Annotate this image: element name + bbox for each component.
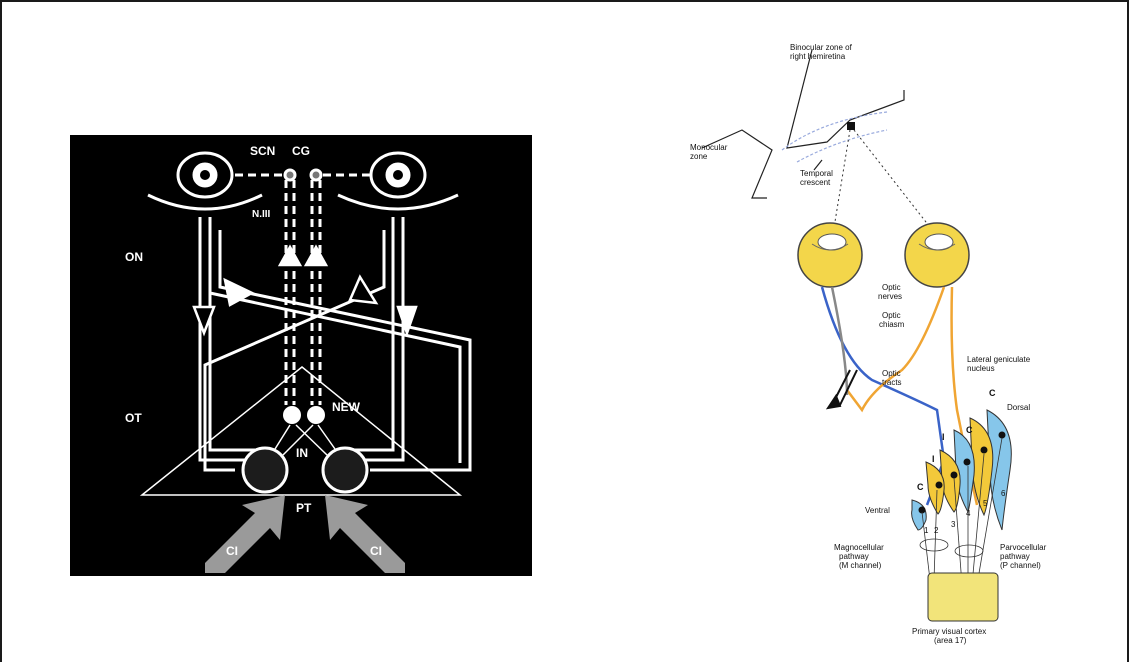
label-scn: SCN (250, 144, 275, 158)
visual-field (701, 49, 905, 199)
label-monocular-1: Monocular (690, 143, 728, 152)
label-optic-nerves-1: Optic (882, 283, 901, 292)
visual-pathway-diagram: Binocular zone of right hemiretina Monoc… (690, 43, 1047, 645)
label-optic-nerves-2: nerves (878, 292, 902, 301)
lgn-layer-2 (925, 461, 945, 515)
label-parvo-3: (P channel) (1000, 561, 1041, 570)
ew-node-left (283, 406, 301, 424)
label-ventral: Ventral (865, 506, 890, 515)
crossing-arrow-right (348, 274, 379, 305)
left-optic-path-outer (198, 217, 255, 462)
label-optic-tracts-1: Optic (882, 369, 901, 378)
ci-input-arrow-right (325, 495, 405, 573)
label-lgn-1: Lateral geniculate (967, 355, 1031, 364)
pretectal-triangle (139, 366, 463, 496)
left-optic-arrow (192, 305, 216, 337)
label-parvo-1: Parvocellular (1000, 543, 1047, 552)
dashed-arrow-left (277, 244, 303, 267)
label-ot: OT (125, 411, 142, 425)
right-eyeball (904, 222, 970, 288)
label-pt: PT (296, 501, 312, 515)
label-ci-right: CI (370, 544, 382, 558)
label-optic-chiasm-1: Optic (882, 311, 901, 320)
visual-cortex-box (927, 572, 999, 622)
grey-pathway (830, 286, 849, 396)
crossing-fibre-right (203, 230, 386, 472)
left-optic-path-inner (208, 217, 255, 452)
left-eye (147, 151, 263, 211)
left-eyeball (797, 222, 863, 288)
crossing-fibre-left-inner (208, 230, 462, 463)
label-magno-2: pathway (839, 552, 869, 561)
label-new: NEW (332, 400, 361, 414)
crossing-fibre-left (218, 230, 472, 472)
orange-pathway-ipsi (950, 286, 979, 506)
label-in: IN (296, 446, 308, 460)
label-binocular-2: right hemiretina (790, 52, 846, 61)
label-c-mid: C (966, 425, 973, 435)
label-on: ON (125, 250, 143, 264)
label-lgn-2: nucleus (967, 364, 995, 373)
ciliary-ganglion-node-2 (309, 168, 323, 182)
label-layer-2: 2 (934, 526, 939, 535)
diagram-background (70, 135, 532, 576)
label-i-lower: I (932, 454, 935, 464)
label-layer-4: 4 (966, 509, 971, 518)
ci-input-arrow-left (205, 495, 285, 573)
label-layer-1: 1 (924, 526, 929, 535)
orange-pathway-cross (846, 286, 946, 413)
label-temporal-1: Temporal (800, 169, 833, 178)
label-temporal-2: crescent (800, 178, 831, 187)
blue-pathway (820, 286, 946, 506)
label-magno-1: Magnocellular (834, 543, 884, 552)
label-cortex-2: (area 17) (934, 636, 967, 645)
label-optic-tracts-2: tracts (882, 378, 902, 387)
label-binocular-1: Binocular zone of (790, 43, 853, 52)
ciliary-ganglion-node (283, 168, 297, 182)
label-layer-5: 5 (983, 499, 988, 508)
label-dorsal: Dorsal (1007, 403, 1030, 412)
label-magno-3: (M channel) (839, 561, 882, 570)
pretectal-nucleus-right (321, 446, 369, 494)
fixation-point (847, 122, 855, 130)
ew-node-right (307, 406, 325, 424)
right-eye (337, 151, 459, 211)
right-optic-path-outer (350, 217, 405, 462)
label-monocular-2: zone (690, 152, 708, 161)
label-optic-chiasm-2: chiasm (879, 320, 905, 329)
label-parvo-2: pathway (1000, 552, 1030, 561)
right-optic-arrow (396, 305, 418, 337)
crossing-arrow-left (223, 277, 255, 307)
label-i-upper: I (942, 432, 945, 442)
right-optic-path-inner (350, 217, 395, 452)
dashed-arrow-right (303, 244, 329, 267)
lgn-layer-5 (969, 417, 994, 517)
label-cg: CG (292, 144, 310, 158)
pretectal-nucleus-left (241, 446, 289, 494)
label-cortex-1: Primary visual cortex (912, 627, 986, 636)
label-n3: N.III (252, 209, 271, 220)
label-c-low: C (917, 482, 924, 492)
label-layer-3: 3 (951, 520, 956, 529)
label-ci-left: CI (226, 544, 238, 558)
oculomotor-pathway (235, 173, 370, 405)
pupillary-circuit-diagram: SCN CG N.III ON OT NEW IN PT CI CI (70, 135, 532, 576)
label-layer-6: 6 (1001, 489, 1006, 498)
label-c-top: C (989, 388, 996, 398)
